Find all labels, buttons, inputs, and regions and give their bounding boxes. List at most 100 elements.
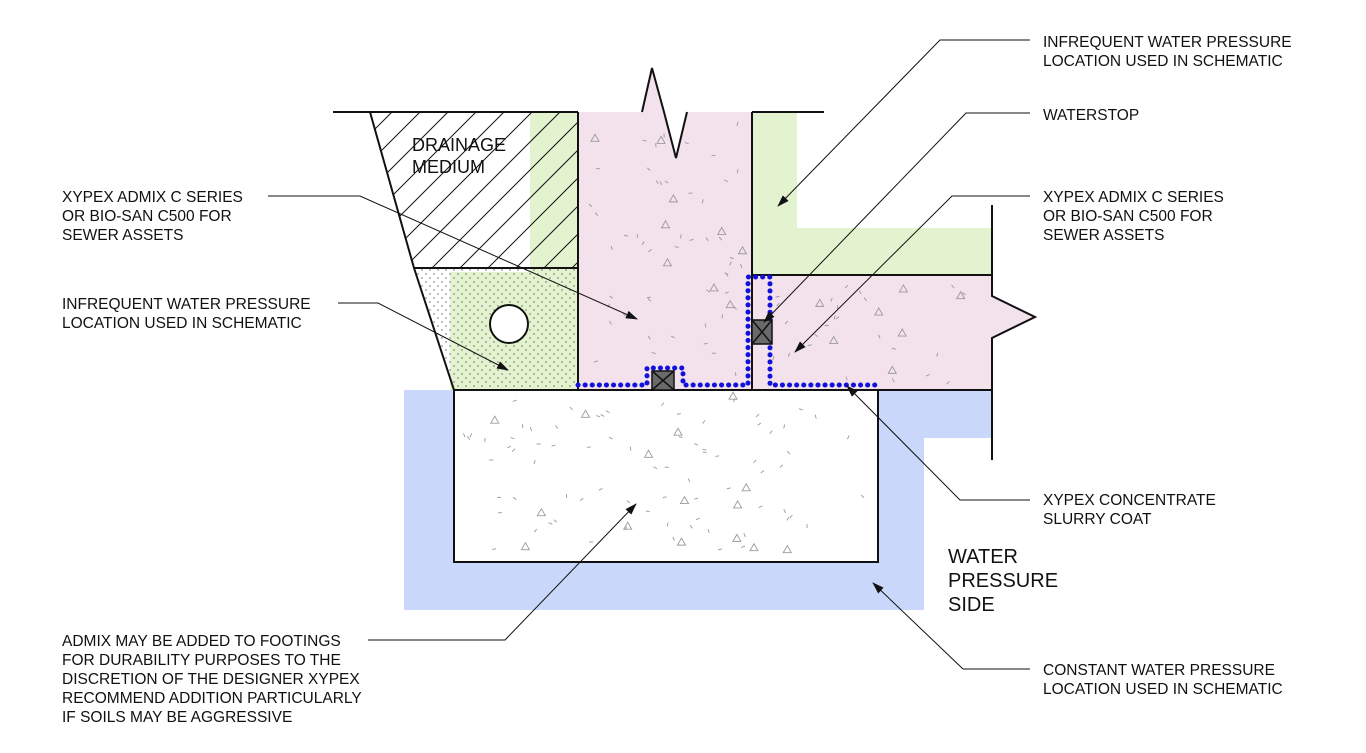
aggregate-mark (673, 427, 683, 436)
aggregate-mark (878, 334, 881, 339)
aggregate-mark (548, 522, 553, 525)
aggregate-mark (662, 496, 667, 499)
aggregate-mark (736, 169, 739, 174)
aggregate-mark (740, 264, 743, 269)
aggregate-mark (555, 425, 559, 429)
aggregate-mark (741, 545, 746, 548)
aggregate-mark (680, 234, 682, 239)
aggregate-mark (783, 424, 786, 429)
aggregate-mark (835, 316, 840, 320)
aggregate-mark (551, 444, 556, 447)
aggregate-mark (469, 433, 472, 438)
aggregate-mark (623, 234, 629, 237)
aggregate-mark (936, 352, 939, 357)
aggregate-mark (655, 180, 659, 185)
aggregate-mark (769, 430, 773, 435)
aggregate-mark (646, 167, 651, 171)
aggregate-mark (672, 536, 675, 541)
aggregate-mark (659, 181, 662, 186)
admix-concrete-wall (578, 68, 752, 390)
aggregate-mark (609, 320, 612, 325)
callout-admix-left: XYPEX ADMIX C SERIES OR BIO-SAN C500 FOR… (62, 189, 243, 244)
aggregate-mark (729, 261, 732, 266)
aggregate-mark (661, 402, 665, 407)
aggregate-mark (588, 203, 593, 207)
aggregate-mark (706, 289, 710, 293)
aggregate-mark (709, 283, 719, 292)
aggregate-mark (593, 360, 598, 363)
aggregate-mark (694, 443, 699, 446)
aggregate-mark (689, 238, 694, 242)
aggregate-mark (775, 295, 780, 298)
aggregate-mark (728, 391, 738, 400)
aggregate-mark (642, 139, 647, 142)
aggregate-mark (622, 312, 626, 317)
drainage-medium-hatch (370, 112, 578, 268)
aggregate-mark (703, 342, 708, 345)
aggregate-mark (536, 507, 547, 517)
aggregate-mark (798, 408, 803, 411)
aggregate-mark (676, 537, 687, 546)
aggregate-mark (858, 290, 862, 295)
water-pressure-side-label: WATER PRESSURE SIDE (948, 546, 1059, 616)
aggregate-mark (664, 180, 669, 184)
aggregate-mark (594, 212, 599, 216)
aggregate-mark (743, 533, 746, 538)
aggregate-mark (674, 246, 679, 248)
aggregate-mark (736, 121, 739, 126)
aggregate-mark (779, 464, 784, 468)
aggregate-mark (753, 459, 757, 464)
aggregate-mark (718, 236, 723, 241)
aggregate-mark (789, 514, 793, 519)
aggregate-mark (660, 219, 671, 229)
aggregate-mark (863, 297, 867, 302)
section-outlines (333, 67, 1038, 563)
aggregate-mark (647, 335, 651, 340)
callout-infrequent-pressure-top-right: INFREQUENT WATER PRESSURE LOCATION USED … (1043, 34, 1292, 70)
aggregate-mark (772, 356, 775, 361)
aggregate-mark (689, 524, 693, 529)
aggregate-mark (695, 517, 700, 520)
callout-slurry-coat: XYPEX CONCENTRATE SLURRY COAT (1043, 492, 1216, 528)
aggregate-mark (733, 398, 736, 403)
aggregate-mark (512, 399, 517, 403)
aggregate-mark (732, 499, 743, 509)
aggregate-mark (565, 493, 568, 499)
aggregate-mark (758, 505, 763, 508)
aggregate-mark (647, 298, 652, 302)
aggregate-mark (891, 347, 896, 350)
aggregate-speckle (462, 121, 966, 554)
callout-constant-pressure: CONSTANT WATER PRESSURE LOCATION USED IN… (1043, 662, 1283, 698)
leader-constant-pressure (872, 582, 1030, 670)
aggregate-mark (786, 450, 791, 455)
leader-admix-right (794, 195, 1030, 353)
aggregate-mark (737, 245, 748, 255)
aggregate-mark (749, 542, 759, 552)
aggregate-mark (694, 497, 699, 500)
aggregate-mark (955, 290, 966, 300)
aggregate-mark (724, 272, 729, 275)
aggregate-mark (643, 449, 654, 458)
aggregate-mark (511, 448, 516, 452)
aggregate-mark (569, 406, 573, 411)
aggregate-mark (600, 413, 605, 417)
aggregate-mark (512, 496, 517, 501)
aggregate-mark (678, 436, 683, 438)
aggregate-mark (579, 497, 584, 502)
aggregate-mark (787, 352, 791, 357)
aggregate-mark (815, 298, 825, 307)
aggregate-mark (702, 451, 707, 454)
aggregate-mark (704, 323, 707, 328)
aggregate-mark (729, 256, 734, 260)
aggregate-mark (860, 494, 865, 499)
aggregate-mark (717, 548, 723, 551)
aggregate-mark (533, 528, 538, 533)
aggregate-mark (887, 365, 898, 374)
aggregate-mark (553, 519, 558, 523)
aggregate-mark (845, 376, 848, 381)
aggregate-mark (648, 249, 652, 253)
aggregate-mark (596, 415, 601, 418)
aggregate-mark (679, 495, 690, 505)
aggregate-mark (668, 193, 679, 203)
aggregate-mark (814, 333, 818, 338)
